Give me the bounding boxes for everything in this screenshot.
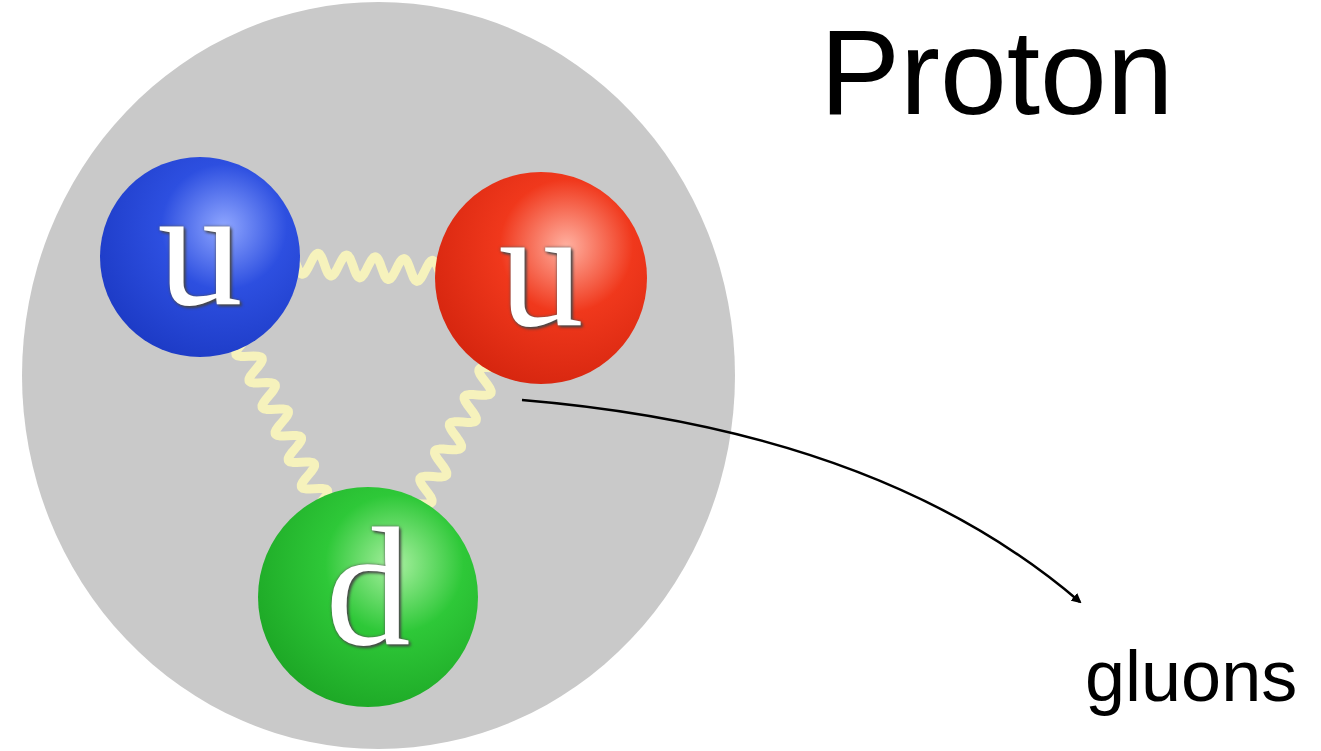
- quark-letter: u: [158, 162, 243, 332]
- up-quark: u: [100, 157, 300, 357]
- quark-letter: u: [499, 183, 584, 353]
- title-heading: Proton: [820, 12, 1174, 132]
- proton-circle: Protonuud: [22, 2, 735, 749]
- up-quark: u: [435, 172, 647, 384]
- quark-letter: d: [326, 502, 411, 672]
- down-quark: d: [258, 487, 478, 707]
- callout-label: gluons: [1085, 640, 1297, 712]
